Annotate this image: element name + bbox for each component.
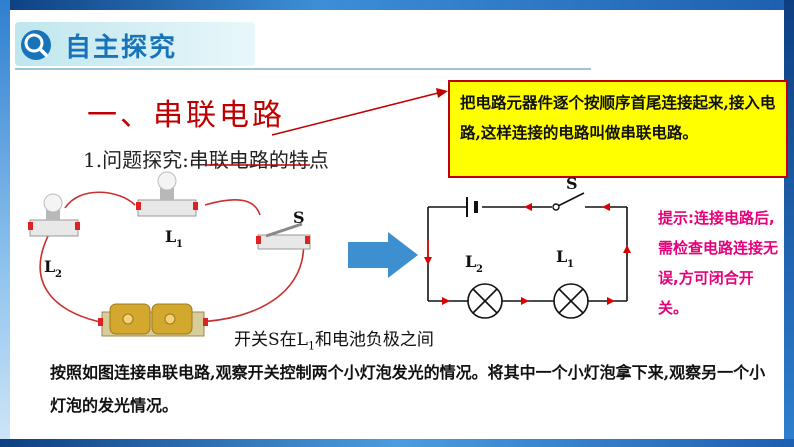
switch-pivot [552,203,560,211]
label-l1-schematic-sub: 1 [567,259,574,270]
label-l2-physical-sub: 2 [55,269,62,280]
section-title: 一、串联电路 [87,98,285,133]
page-title: 自主探究 [65,33,178,63]
frame-left [0,0,10,447]
battery-physical [98,303,208,337]
label-s-physical: S [293,208,305,227]
lamp-l1-physical [136,171,198,217]
lamp-l2-physical [28,193,80,237]
label-l1-physical-sub: 1 [176,239,183,250]
callout-arrowhead [436,88,448,98]
definition-box: 把电路元器件逐个按顺序首尾连接起来,接入电路,这样连接的电路叫做串联电路。 [448,80,788,178]
magnifier-icon [21,30,51,60]
lamp-l2-symbol [467,283,503,319]
title-bar [15,22,255,66]
caption-part1: 开关S在L [234,330,308,350]
schematic-wires [427,192,628,302]
title-divider [15,68,591,70]
label-l2-schematic: L [465,252,476,271]
current-arrows [424,203,631,305]
switch-physical [256,222,311,250]
slide: 自主探究 一、串联电路 1.问题探究:串联电路的特点 把电路元器件逐个按顺序首尾… [10,10,788,439]
figure-caption: 开关S在L1和电池负极之间 [234,325,434,352]
transform-arrow [348,232,418,278]
lamp-l1-symbol [553,283,589,319]
caption-sub: 1 [307,339,315,353]
question-prefix: 1.问题探究: [83,148,189,172]
label-s-schematic: S [566,174,578,193]
circuit-figures: S L 1 L 2 [28,88,631,337]
label-l2-physical: L [44,257,55,276]
label-l1-physical: L [165,227,176,246]
label-l1-schematic: L [556,247,567,266]
frame-top [0,0,794,10]
question-topic: 串联电路的特点 [188,148,329,172]
label-l2-schematic-sub: 2 [476,264,483,275]
description-text: 按照如图连接串联电路,观察开关控制两个小灯泡发光的情况。将其中一个小灯泡拿下来,… [50,363,766,415]
frame-bottom [0,439,794,447]
question-title: 1.问题探究:串联电路的特点 [83,144,329,173]
physical-wires [39,191,305,323]
caption-part2: 和电池负极之间 [314,330,434,350]
frame-right [784,0,794,447]
callout-line [271,92,439,136]
hint-text: 提示:连接电路后,需检查电路连接无误,方可闭合开关。 [658,209,779,317]
